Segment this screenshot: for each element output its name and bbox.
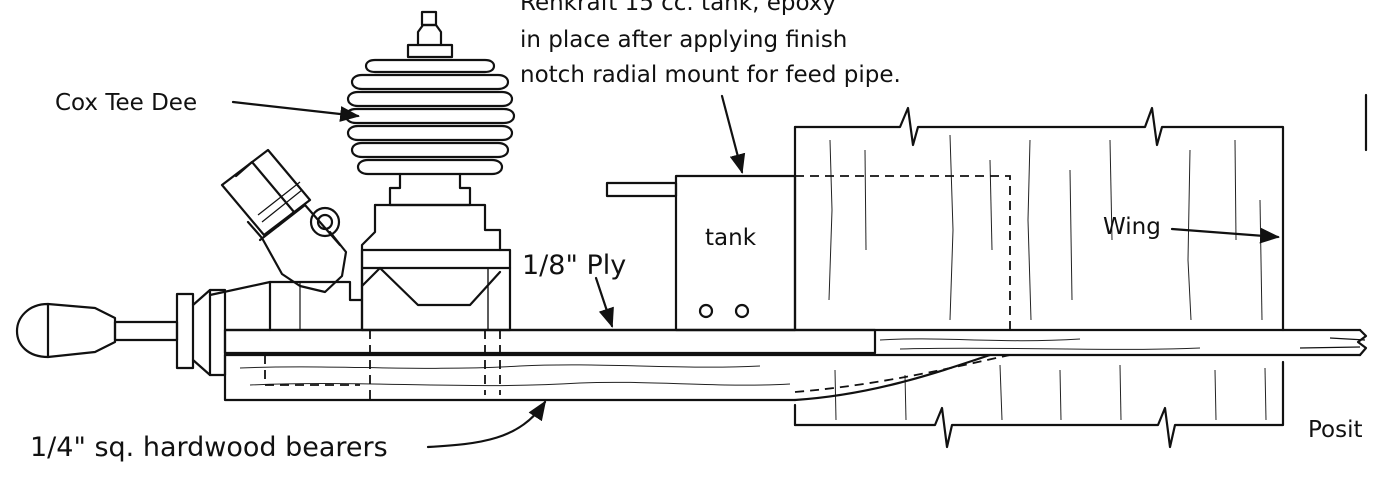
engine-label: Cox Tee Dee (55, 90, 197, 116)
wing-grain (828, 134, 1267, 421)
engine (208, 10, 516, 400)
bearers-label: 1/4" sq. hardwood bearers (30, 432, 388, 463)
fuel-tank (605, 174, 1011, 332)
cooling-fins (344, 58, 516, 176)
labels: Renkraft 15 cc. tank, epoxy in place aft… (30, 0, 1363, 463)
position-fragment-label: Posit (1308, 417, 1363, 443)
tank-note-line1: Renkraft 15 cc. tank, epoxy (520, 0, 836, 16)
tank-label: tank (705, 225, 757, 251)
wing-label: Wing (1103, 214, 1161, 240)
tank-note-line3: notch radial mount for feed pipe. (520, 62, 901, 88)
ply-label: 1/8" Ply (522, 250, 626, 281)
ply-plate (223, 328, 877, 355)
carburetor (220, 148, 348, 294)
fuselage (223, 328, 1368, 402)
tank-note-line2: in place after applying finish (520, 27, 847, 53)
spinner-icon (15, 288, 227, 377)
leader-arrows (231, 93, 1368, 449)
wing (793, 106, 1285, 449)
